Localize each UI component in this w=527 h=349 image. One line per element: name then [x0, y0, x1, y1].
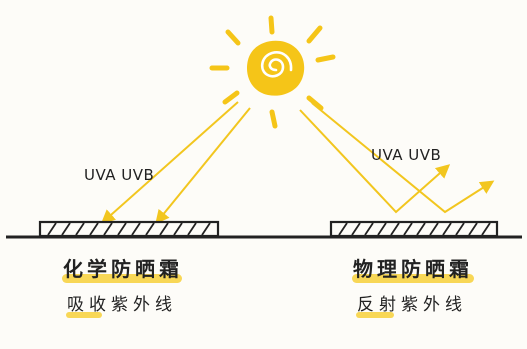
right-description: 反射紫外线	[357, 295, 467, 315]
right-sunscreen-layer	[329, 220, 499, 238]
right-title-highlight	[352, 274, 474, 283]
right-desc-highlight	[356, 312, 394, 318]
right-uv-label: UVA UVB	[371, 146, 442, 164]
left-desc-highlight	[66, 312, 102, 318]
right-title: 物理防晒霜	[353, 257, 473, 281]
left-description: 吸收紫外线	[67, 295, 177, 315]
left-title-highlight	[62, 274, 182, 283]
right-reflected-rays	[299, 102, 495, 214]
sun-icon	[209, 15, 336, 129]
left-sunscreen-layer	[38, 220, 220, 238]
left-uv-label: UVA UVB	[84, 166, 155, 184]
left-incoming-rays	[100, 101, 251, 225]
left-title: 化学防晒霜	[63, 257, 183, 281]
